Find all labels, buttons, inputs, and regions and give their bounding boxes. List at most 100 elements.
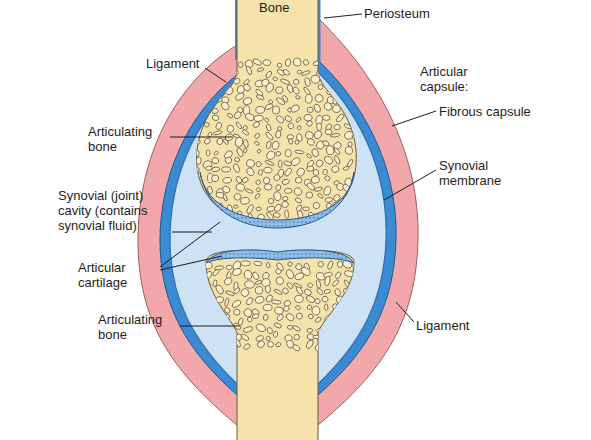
bone-pore xyxy=(294,295,303,303)
bone-pore xyxy=(265,82,275,94)
bone-pore xyxy=(246,204,254,215)
bone-pore xyxy=(314,298,321,305)
bone-pore xyxy=(324,289,331,294)
bone-pore xyxy=(330,164,340,173)
bone-pore xyxy=(273,173,281,181)
bone-pore xyxy=(357,198,364,204)
bone-pore xyxy=(285,210,289,219)
bone-pore xyxy=(225,290,235,296)
bone-pore xyxy=(295,286,303,296)
bone-pore xyxy=(195,150,199,156)
bone-pore xyxy=(206,87,215,97)
bone-pore xyxy=(303,207,310,211)
bone-pore xyxy=(195,203,203,212)
bone-pore xyxy=(295,167,306,178)
bone-pore xyxy=(355,186,364,193)
bone-pore xyxy=(212,268,220,276)
bone-pore xyxy=(243,139,249,148)
bone-pore xyxy=(346,300,352,307)
bone-pore xyxy=(325,197,333,202)
bone-pore xyxy=(326,90,332,95)
bone-pore xyxy=(235,338,242,347)
bone-pore xyxy=(252,313,259,319)
bone-pore xyxy=(357,325,362,329)
bone-pore xyxy=(342,205,350,211)
bone-pore xyxy=(305,94,312,103)
bone-pore xyxy=(224,156,232,164)
bone-pore xyxy=(226,332,234,339)
bone-pore xyxy=(300,266,312,277)
bone-pore xyxy=(201,342,209,351)
bone-pore xyxy=(334,288,341,296)
bone-pore xyxy=(266,123,272,131)
bone-pore xyxy=(284,188,292,194)
bone-pore xyxy=(330,133,340,137)
bone-pore xyxy=(273,77,278,82)
articular-cartilage xyxy=(207,250,353,263)
bone-pore xyxy=(304,114,313,122)
bone-pore xyxy=(354,94,361,102)
bone-pore xyxy=(227,125,234,133)
bone-pore xyxy=(194,138,201,146)
bone-pore xyxy=(343,304,351,315)
bone-pore xyxy=(216,326,225,335)
bone-pore xyxy=(345,81,352,88)
bone-pore xyxy=(351,306,361,314)
bone-pore xyxy=(263,59,272,66)
bone-pore xyxy=(276,151,281,156)
bone-pore xyxy=(314,342,325,353)
bone-pore xyxy=(214,75,221,84)
bone-pore xyxy=(354,141,364,151)
bone-pore xyxy=(224,86,235,96)
bone-pore xyxy=(351,277,362,288)
bone-pore xyxy=(266,262,271,268)
bone-pore xyxy=(275,268,282,275)
bone-pore xyxy=(324,175,331,182)
bone-pore xyxy=(273,212,281,218)
bone-pore xyxy=(195,98,203,103)
bone-pore xyxy=(335,113,345,123)
bone-pore xyxy=(312,201,321,210)
bone-pore xyxy=(318,84,323,89)
bone-pore xyxy=(224,306,231,314)
bone-pore xyxy=(255,161,262,168)
bone-pore xyxy=(282,196,288,201)
bone-pore xyxy=(243,269,253,280)
bone-pore xyxy=(257,149,262,154)
bone-pore xyxy=(277,63,282,68)
bone-pore xyxy=(313,169,319,176)
bone-pore xyxy=(225,79,232,86)
bone-pore xyxy=(235,175,243,183)
bone-pore xyxy=(266,211,274,221)
bone-pore xyxy=(314,186,323,192)
bone-pore xyxy=(316,327,323,334)
bone-pore xyxy=(337,85,342,91)
bone-pore xyxy=(266,327,274,335)
bone-pore xyxy=(257,67,264,72)
bone-pore xyxy=(190,165,200,174)
bone-pore xyxy=(205,166,212,171)
part-label: Periosteum xyxy=(364,6,430,21)
bone-pore xyxy=(246,167,256,177)
bone-pore xyxy=(331,303,340,312)
bone-pore xyxy=(355,88,364,97)
bone-pore xyxy=(203,78,214,88)
bone-pore xyxy=(351,75,358,82)
bone-pore xyxy=(245,296,254,306)
bone-pore xyxy=(308,313,314,319)
bone-pore xyxy=(195,88,205,96)
bone-pore xyxy=(334,70,341,79)
bone-pore xyxy=(227,112,234,118)
bone-pore xyxy=(316,279,322,288)
part-label: Articulating bone xyxy=(88,124,170,154)
bone-pore xyxy=(212,114,220,121)
bone-pore xyxy=(244,112,255,121)
part-label: Synovial membrane xyxy=(439,158,529,188)
bone-pore xyxy=(350,315,360,326)
bone-pore xyxy=(355,274,362,280)
part-label: Ligament xyxy=(416,318,469,333)
bone-pore xyxy=(275,184,281,191)
bone-pore xyxy=(205,270,213,279)
bone-pore xyxy=(353,339,358,349)
bone-pore xyxy=(227,68,232,73)
